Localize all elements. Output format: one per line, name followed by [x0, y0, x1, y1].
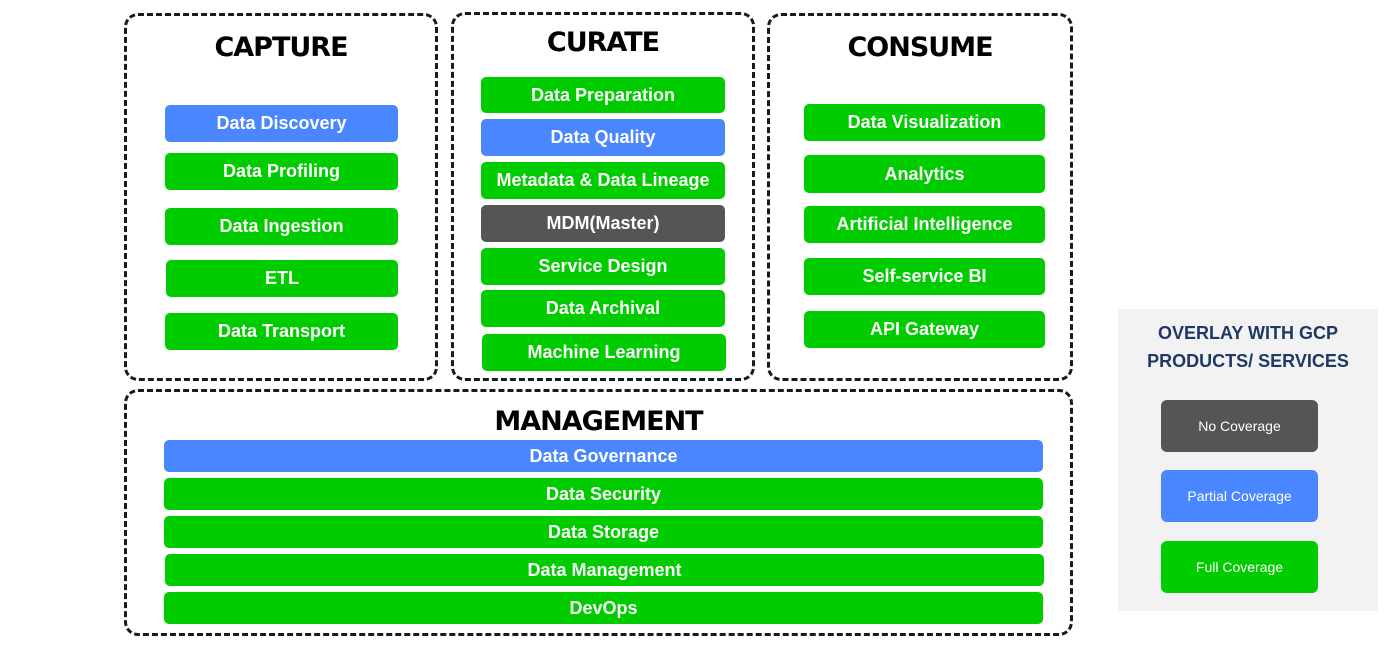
legend-panel: OVERLAY WITH GCP PRODUCTS/ SERVICES No C… [1118, 309, 1378, 611]
management-item-data-storage: Data Storage [164, 516, 1043, 548]
capture-item-etl: ETL [166, 260, 398, 297]
consume-item-self-service-bi: Self-service BI [804, 258, 1045, 295]
consume-item-api-gateway: API Gateway [804, 311, 1045, 348]
management-item-devops: DevOps [164, 592, 1043, 624]
legend-title-line2: PRODUCTS/ SERVICES [1147, 351, 1349, 371]
consume-item-artificial-intelligence: Artificial Intelligence [804, 206, 1045, 243]
management-item-data-management: Data Management [165, 554, 1044, 586]
capture-item-data-profiling: Data Profiling [165, 153, 398, 190]
consume-item-data-visualization: Data Visualization [804, 104, 1045, 141]
management-item-data-security: Data Security [164, 478, 1043, 510]
legend-partial-coverage: Partial Coverage [1161, 470, 1318, 522]
management-item-data-governance: Data Governance [164, 440, 1043, 472]
curate-item-metadata-lineage: Metadata & Data Lineage [481, 162, 725, 199]
legend-full-coverage: Full Coverage [1161, 541, 1318, 593]
capture-title: CAPTURE [214, 32, 348, 63]
curate-item-data-quality: Data Quality [481, 119, 725, 156]
legend-title-line1: OVERLAY WITH GCP [1157, 323, 1339, 343]
curate-item-data-archival: Data Archival [481, 290, 725, 327]
curate-item-mdm: MDM(Master) [481, 205, 725, 242]
capture-item-data-ingestion: Data Ingestion [165, 208, 398, 245]
curate-item-service-design: Service Design [481, 248, 725, 285]
management-title: MANAGEMENT [494, 406, 703, 437]
consume-item-analytics: Analytics [804, 155, 1045, 193]
consume-title: CONSUME [847, 32, 993, 63]
legend-title: OVERLAY WITH GCP PRODUCTS/ SERVICES [1118, 319, 1378, 375]
capture-item-data-transport: Data Transport [165, 313, 398, 350]
curate-title: CURATE [546, 27, 660, 58]
curate-item-machine-learning: Machine Learning [482, 334, 726, 371]
legend-no-coverage: No Coverage [1161, 400, 1318, 452]
curate-item-data-preparation: Data Preparation [481, 77, 725, 113]
capture-item-data-discovery: Data Discovery [165, 105, 398, 142]
